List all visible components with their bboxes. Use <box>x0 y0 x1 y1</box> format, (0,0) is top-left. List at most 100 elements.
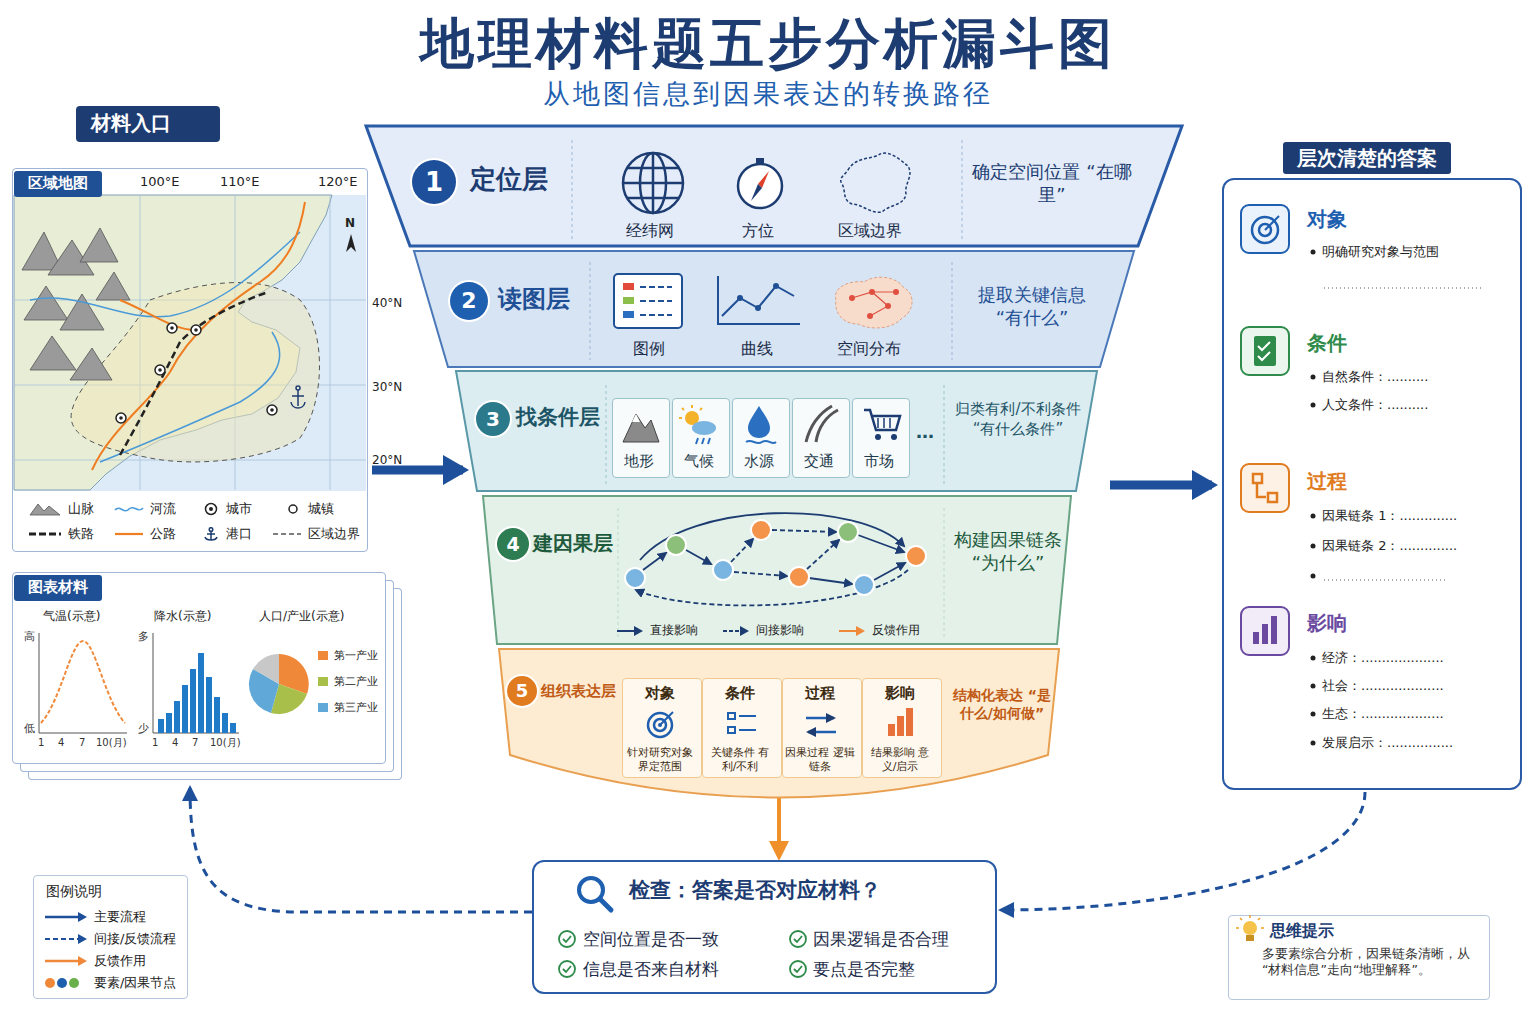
illustration <box>12 168 368 552</box>
legend-item: 区域边界 <box>272 525 360 543</box>
label: 7 <box>79 737 85 749</box>
node-text: 读图层 <box>498 284 570 315</box>
legend-sample <box>114 527 144 541</box>
node-text: 要点是否完整 <box>813 958 915 980</box>
factor-box: 地形 <box>612 398 670 478</box>
label: 20°N <box>372 453 402 467</box>
legend-item: 反馈作用 <box>838 622 920 639</box>
label: 曲线 <box>741 339 773 358</box>
legend-sample <box>202 527 220 541</box>
label: 10(月) <box>96 737 127 749</box>
node-title: 对象 <box>1307 206 1347 232</box>
funnel-layer: 5组织表达层结构化表达 “是什么/如何做”对象针对研究对象 界定范围条件关键条件… <box>498 648 1060 800</box>
node-text: 找条件层 <box>516 404 600 431</box>
node-title: 水源 <box>732 452 786 472</box>
legend-text: 反馈作用 <box>94 952 146 970</box>
legend-text: 河流 <box>150 500 176 518</box>
chart: 气温(示意) <box>21 601 127 751</box>
answer-section: 影响经济：....................社会：............… <box>1234 600 1516 775</box>
legend-text: 铁路 <box>68 525 94 543</box>
legend-text: 港口 <box>226 525 252 543</box>
label: 110°E <box>220 174 260 190</box>
legend-text: 城市 <box>226 500 252 518</box>
legend-swatch <box>318 677 328 686</box>
node-text: 因果链条 1：.............. <box>1322 508 1457 525</box>
legend-item: 第三产业 <box>318 700 378 715</box>
legend-item: 城镇 <box>284 500 334 518</box>
node-title: 对象 <box>622 684 698 704</box>
legend-text: 区域边界 <box>308 525 360 543</box>
label: … <box>916 421 934 443</box>
node-text: 归类有利/不利条件 “有什么条件” <box>950 400 1086 439</box>
label: 4 <box>58 737 64 749</box>
subtitle: 从地图信息到因果表达的转换路径 <box>0 76 1536 112</box>
legend-text: 主要流程 <box>94 908 146 926</box>
legend-item: 要素/因果节点 <box>44 974 176 992</box>
legend-item: 主要流程 <box>44 908 146 926</box>
legend-text: 第一产业 <box>334 648 378 663</box>
legend-sample <box>44 910 88 924</box>
legend-item: 港口 <box>202 525 252 543</box>
legend-item: 第一产业 <box>318 648 378 663</box>
label: 经纬网 <box>626 221 674 240</box>
factor-box: 市场 <box>852 398 910 478</box>
node-text: 社会：.................... <box>1322 678 1444 695</box>
legend-sample <box>44 954 88 968</box>
node-title: 5 <box>507 676 537 706</box>
label: 空间分布 <box>837 339 901 358</box>
node-title: 区域地图 <box>14 171 102 197</box>
connector <box>1110 481 1212 490</box>
node-text: 针对研究对象 界定范围 <box>624 746 696 775</box>
node-title: 层次清楚的答案 <box>1283 142 1451 174</box>
funnel-layer: 1 定位层 确定空间位置 “在哪里” <box>365 125 1183 247</box>
legend-swatch <box>318 703 328 712</box>
node-text: 人文条件：.......... <box>1322 397 1428 414</box>
legend-sample <box>114 502 144 516</box>
node-title: 图表材料 <box>14 575 102 601</box>
node-title: 1 <box>412 160 456 204</box>
section-header: 材料入口 <box>76 106 220 142</box>
factor-box: 交通 <box>792 398 850 478</box>
legend-item: 直接影响 <box>616 622 698 639</box>
node-title: 影响 <box>862 684 938 704</box>
legend-sample <box>202 502 220 516</box>
legend-text: 山脉 <box>68 500 94 518</box>
label: 10(月) <box>210 737 241 749</box>
connector <box>190 788 532 912</box>
node-title: 思维提示 <box>1270 921 1334 942</box>
node-text: 定位层 <box>470 163 548 197</box>
legend-sample <box>284 502 302 516</box>
label: 100°E <box>140 174 180 190</box>
label: 少 <box>138 722 149 735</box>
label: 40°N <box>372 296 402 310</box>
answer-panel: 层次清楚的答案对象明确研究对象与范围条件自然条件：..........人文条件：… <box>1222 178 1522 790</box>
node-text: 确定空间位置 “在哪里” <box>972 160 1132 207</box>
legend-sample <box>44 932 88 946</box>
node-title: 人口/产业(示意) <box>259 609 344 625</box>
node-title: 市场 <box>852 452 906 472</box>
funnel-layer: 4建因果层构建因果链条 “为什么” <box>482 495 1072 645</box>
legend-item: 公路 <box>114 525 176 543</box>
node-text: 多要素综合分析，因果链条清晰，从“材料信息”走向“地理解释”。 <box>1262 946 1480 979</box>
node-title: 2 <box>450 282 488 320</box>
node-text: 关键条件 有利/不利 <box>704 746 776 775</box>
label: 区域边界 <box>838 221 902 240</box>
node-title: 4 <box>497 528 529 560</box>
legend-sample <box>616 624 644 638</box>
expression-box: 对象针对研究对象 界定范围 <box>622 678 702 778</box>
legend-sample <box>722 624 750 638</box>
node-title: 过程 <box>1307 468 1347 494</box>
node-title: 材料入口 <box>91 110 171 136</box>
legend-text: 要素/因果节点 <box>94 974 176 992</box>
legend-item: 反馈作用 <box>44 952 146 970</box>
answer-section: 条件自然条件：..........人文条件：.......... <box>1234 320 1516 440</box>
legend-sample <box>838 624 866 638</box>
funnel-layer: 2读图层提取关键信息 “有什么” <box>413 250 1135 368</box>
node-text: 生态：.................... <box>1322 706 1444 723</box>
label: 1 <box>38 737 44 749</box>
node-text: 建因果层 <box>533 530 613 556</box>
connector <box>1001 792 1365 910</box>
label: 30°N <box>372 380 402 394</box>
illustration <box>21 601 127 751</box>
